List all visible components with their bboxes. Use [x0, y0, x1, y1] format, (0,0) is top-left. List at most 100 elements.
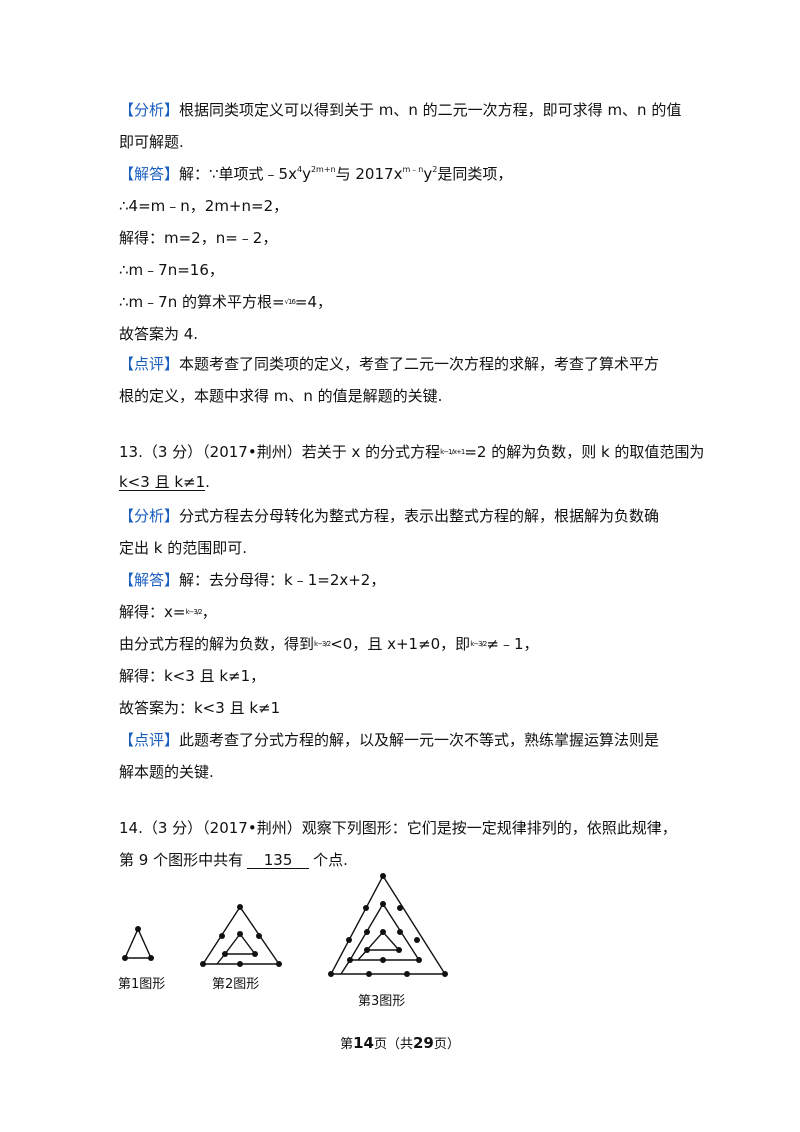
q12-comment-line-2: 根的定义，本题中求得 m、n 的值是解题的关键. [119, 387, 443, 405]
fraction: k−3/2 [470, 640, 487, 648]
dot [414, 937, 420, 943]
sqrt-expression: √16 [284, 298, 296, 306]
figure-1-label: 第1图形 [118, 977, 166, 992]
comment-text: 本题考查了同类项的定义，考查了二元一次方程的求解，考查了算术平方 [179, 355, 660, 373]
dot [416, 957, 422, 963]
dot [237, 961, 243, 967]
footer-text: 第 [340, 1037, 354, 1052]
dot [404, 971, 410, 977]
solution-text: y [302, 165, 311, 183]
dot [347, 957, 353, 963]
solution-text: =4， [294, 293, 333, 311]
q12-solution-line-5: ∴m﹣7n 的算术平方根=√16=4， [119, 291, 332, 312]
dot [222, 951, 228, 957]
q13-solution-line-4: 解得：k<3 且 k≠1， [119, 667, 266, 685]
q12-solution-line-4: ∴m﹣7n=16， [119, 261, 224, 279]
exponent: 4 [296, 165, 303, 174]
q12-analysis-line-1: 【分析】根据同类项定义可以得到关于 m、n 的二元一次方程，即可求得 m、n 的… [119, 99, 681, 120]
dot [397, 905, 403, 911]
q13-answer-line: k<3 且 k≠1. [119, 473, 210, 491]
analysis-tag: 【分析】 [119, 507, 180, 525]
triangle-outline [123, 927, 153, 959]
stem-text: 13.（3 分）（2017•荆州）若关于 x 的分式方程 [119, 443, 441, 461]
stem-text: =2 的解为负数，则 k 的取值范围为 [464, 443, 705, 461]
dot [364, 929, 370, 935]
q13-solution-line-5: 故答案为：k<3 且 k≠1 [119, 699, 281, 717]
q13-solution-line-3: 由分式方程的解为负数，得到k−3/2<0，且 x+1≠0，即k−3/2≠﹣1， [119, 633, 539, 654]
dot [397, 929, 403, 935]
dot [276, 961, 282, 967]
analysis-text: 根据同类项定义可以得到关于 m、n 的二元一次方程，即可求得 m、n 的值 [179, 101, 682, 119]
dot [122, 955, 128, 961]
q13-analysis-line-1: 【分析】分式方程去分母转化为整式方程，表示出整式方程的解，根据解为负数确 [119, 505, 659, 526]
dot [237, 904, 243, 910]
q13-analysis-line-2: 定出 k 的范围即可. [119, 539, 247, 557]
solution-text: 由分式方程的解为负数，得到 [119, 635, 315, 653]
solution-text: 解：去分母得：k﹣1=2x+2， [179, 571, 386, 589]
solution-text: ∴m﹣7n 的算术平方根= [119, 293, 285, 311]
figure-3 [323, 870, 453, 982]
q12-solution-line-3: 解得：m=2，n=﹣2， [119, 229, 278, 247]
total-pages: 29 [413, 1034, 434, 1052]
dot [366, 971, 372, 977]
answer-blank: 135 [247, 853, 310, 869]
figure-3-label: 第3图形 [358, 994, 406, 1009]
inner-triangle [365, 930, 401, 951]
solution-text: ， [201, 603, 217, 621]
solution-tag: 【解答】 [119, 165, 180, 183]
q12-solution-line-1: 【解答】解：∵单项式﹣5x4y2m+n与 2017xm﹣ny2是同类项， [119, 163, 512, 184]
dot [442, 971, 448, 977]
dot [380, 901, 386, 907]
dot [396, 947, 402, 953]
solution-text: y [423, 165, 433, 183]
solution-text: 是同类项， [437, 165, 513, 183]
q13-comment-line-1: 【点评】此题考查了分式方程的解，以及解一元一次不等式，熟练掌握运算法则是 [119, 729, 659, 750]
exponent: 2 [432, 165, 438, 174]
q13-stem: 13.（3 分）（2017•荆州）若关于 x 的分式方程k−1/x+1=2 的解… [119, 441, 704, 462]
analysis-text: 分式方程去分母转化为整式方程，表示出整式方程的解，根据解为负数确 [179, 507, 660, 525]
fraction: k−1/x+1 [440, 448, 465, 456]
footer-text: 页） [433, 1037, 460, 1052]
dot [380, 873, 386, 879]
solution-text: <0，且 x+1≠0，即 [330, 635, 471, 653]
dot [256, 933, 262, 939]
dot [135, 926, 141, 932]
dot [328, 971, 334, 977]
figure-2 [198, 902, 284, 972]
answer-end: . [205, 473, 210, 491]
exponent: 2m+n [310, 165, 336, 174]
q12-analysis-line-2: 即可解题. [119, 133, 184, 151]
fraction: k−3/2 [314, 640, 331, 648]
outer-triangle [329, 874, 447, 975]
q12-solution-line-6: 故答案为 4. [119, 325, 199, 343]
stem-text: 第 9 个图形中共有 [119, 851, 244, 869]
dot [148, 955, 154, 961]
fraction: k−3/2 [185, 608, 202, 616]
dot [380, 957, 386, 963]
answer-blank: k<3 且 k≠1 [119, 473, 206, 491]
page-footer: 第14页（共29页） [0, 1033, 800, 1052]
dot [346, 937, 352, 943]
dot [380, 929, 386, 935]
q14-stem-line-1: 14.（3 分）（2017•荆州）观察下列图形：它们是按一定规律排列的，依照此规… [119, 819, 677, 837]
figure-2-label: 第2图形 [212, 977, 260, 992]
solution-tag: 【解答】 [119, 571, 180, 589]
dot [200, 961, 206, 967]
solution-text: ≠﹣1， [486, 635, 539, 653]
figure-1 [118, 925, 158, 965]
q13-solution-line-2: 解得：x=k−3/2， [119, 601, 217, 622]
comment-tag: 【点评】 [119, 355, 180, 373]
analysis-tag: 【分析】 [119, 101, 180, 119]
solution-text: 解：∵单项式﹣5x [179, 165, 297, 183]
footer-text: 页（共 [373, 1037, 413, 1052]
dot [364, 947, 370, 953]
stem-text: 个点. [313, 851, 348, 869]
q12-comment-line-1: 【点评】本题考查了同类项的定义，考查了二元一次方程的求解，考查了算术平方 [119, 353, 659, 374]
solution-text: 解得：x= [119, 603, 186, 621]
q13-solution-line-1: 【解答】解：去分母得：k﹣1=2x+2， [119, 569, 385, 590]
q12-solution-line-2: ∴4=m﹣n，2m+n=2， [119, 197, 289, 215]
inner-triangle [223, 932, 257, 955]
page-number: 14 [353, 1034, 374, 1052]
solution-text: 与 2017x [335, 165, 403, 183]
comment-text: 此题考查了分式方程的解，以及解一元一次不等式，熟练掌握运算法则是 [179, 731, 660, 749]
